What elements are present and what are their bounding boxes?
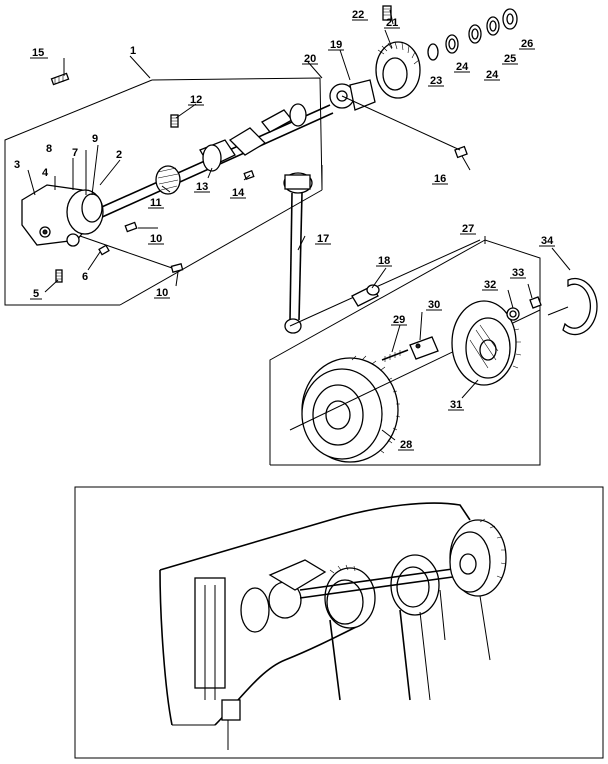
label-12: 12 <box>190 94 202 106</box>
label-1: 1 <box>130 45 136 57</box>
label-14: 14 <box>232 187 245 199</box>
label-8: 8 <box>46 143 52 155</box>
clutch-washer-34 <box>506 277 598 336</box>
label-23: 23 <box>430 75 442 87</box>
pulley-31 <box>451 300 522 386</box>
feed-gear-21 <box>329 41 461 151</box>
screws <box>50 5 468 283</box>
label-16: 16 <box>434 173 446 185</box>
label-20: 20 <box>304 53 316 65</box>
label-34: 34 <box>541 235 554 247</box>
label-22: 22 <box>352 9 364 21</box>
label-4: 4 <box>42 167 49 179</box>
label-29: 29 <box>393 314 405 326</box>
label-3: 3 <box>14 159 20 171</box>
part-labels: 1 2 3 4 5 6 7 8 9 10 10 11 12 13 14 15 1… <box>14 9 554 451</box>
stop-lever-30 <box>381 336 439 362</box>
pin-18 <box>351 284 380 307</box>
label-9: 9 <box>92 133 98 145</box>
label-25: 25 <box>504 53 516 65</box>
label-10b: 10 <box>156 287 168 299</box>
label-26: 26 <box>521 38 533 50</box>
group-1-bracket <box>4 77 323 306</box>
group-27-box <box>269 239 541 466</box>
needle-bar-crank-3 <box>21 184 104 247</box>
label-underlines <box>30 19 555 451</box>
label-28: 28 <box>400 439 412 451</box>
label-30: 30 <box>428 299 440 311</box>
label-6: 6 <box>82 271 88 283</box>
label-7: 7 <box>72 147 78 159</box>
label-27: 27 <box>462 223 474 235</box>
label-10a: 10 <box>150 233 162 245</box>
label-5: 5 <box>33 288 39 300</box>
connecting-rod-17 <box>283 172 481 334</box>
label-33: 33 <box>512 267 524 279</box>
label-11: 11 <box>150 197 162 209</box>
label-24a: 24 <box>456 61 469 73</box>
overview-inset <box>74 486 604 759</box>
label-13: 13 <box>196 181 208 193</box>
label-15: 15 <box>32 47 44 59</box>
label-17: 17 <box>317 233 329 245</box>
label-21: 21 <box>386 17 398 29</box>
label-19: 19 <box>330 39 342 51</box>
label-18: 18 <box>378 255 390 267</box>
label-2: 2 <box>116 149 122 161</box>
leader-lines <box>27 9 571 441</box>
handwheel-28 <box>289 309 541 463</box>
label-24b: 24 <box>486 69 499 81</box>
label-31: 31 <box>450 399 462 411</box>
arm-shaft <box>94 103 334 219</box>
washers <box>427 8 518 61</box>
label-32: 32 <box>484 279 496 291</box>
